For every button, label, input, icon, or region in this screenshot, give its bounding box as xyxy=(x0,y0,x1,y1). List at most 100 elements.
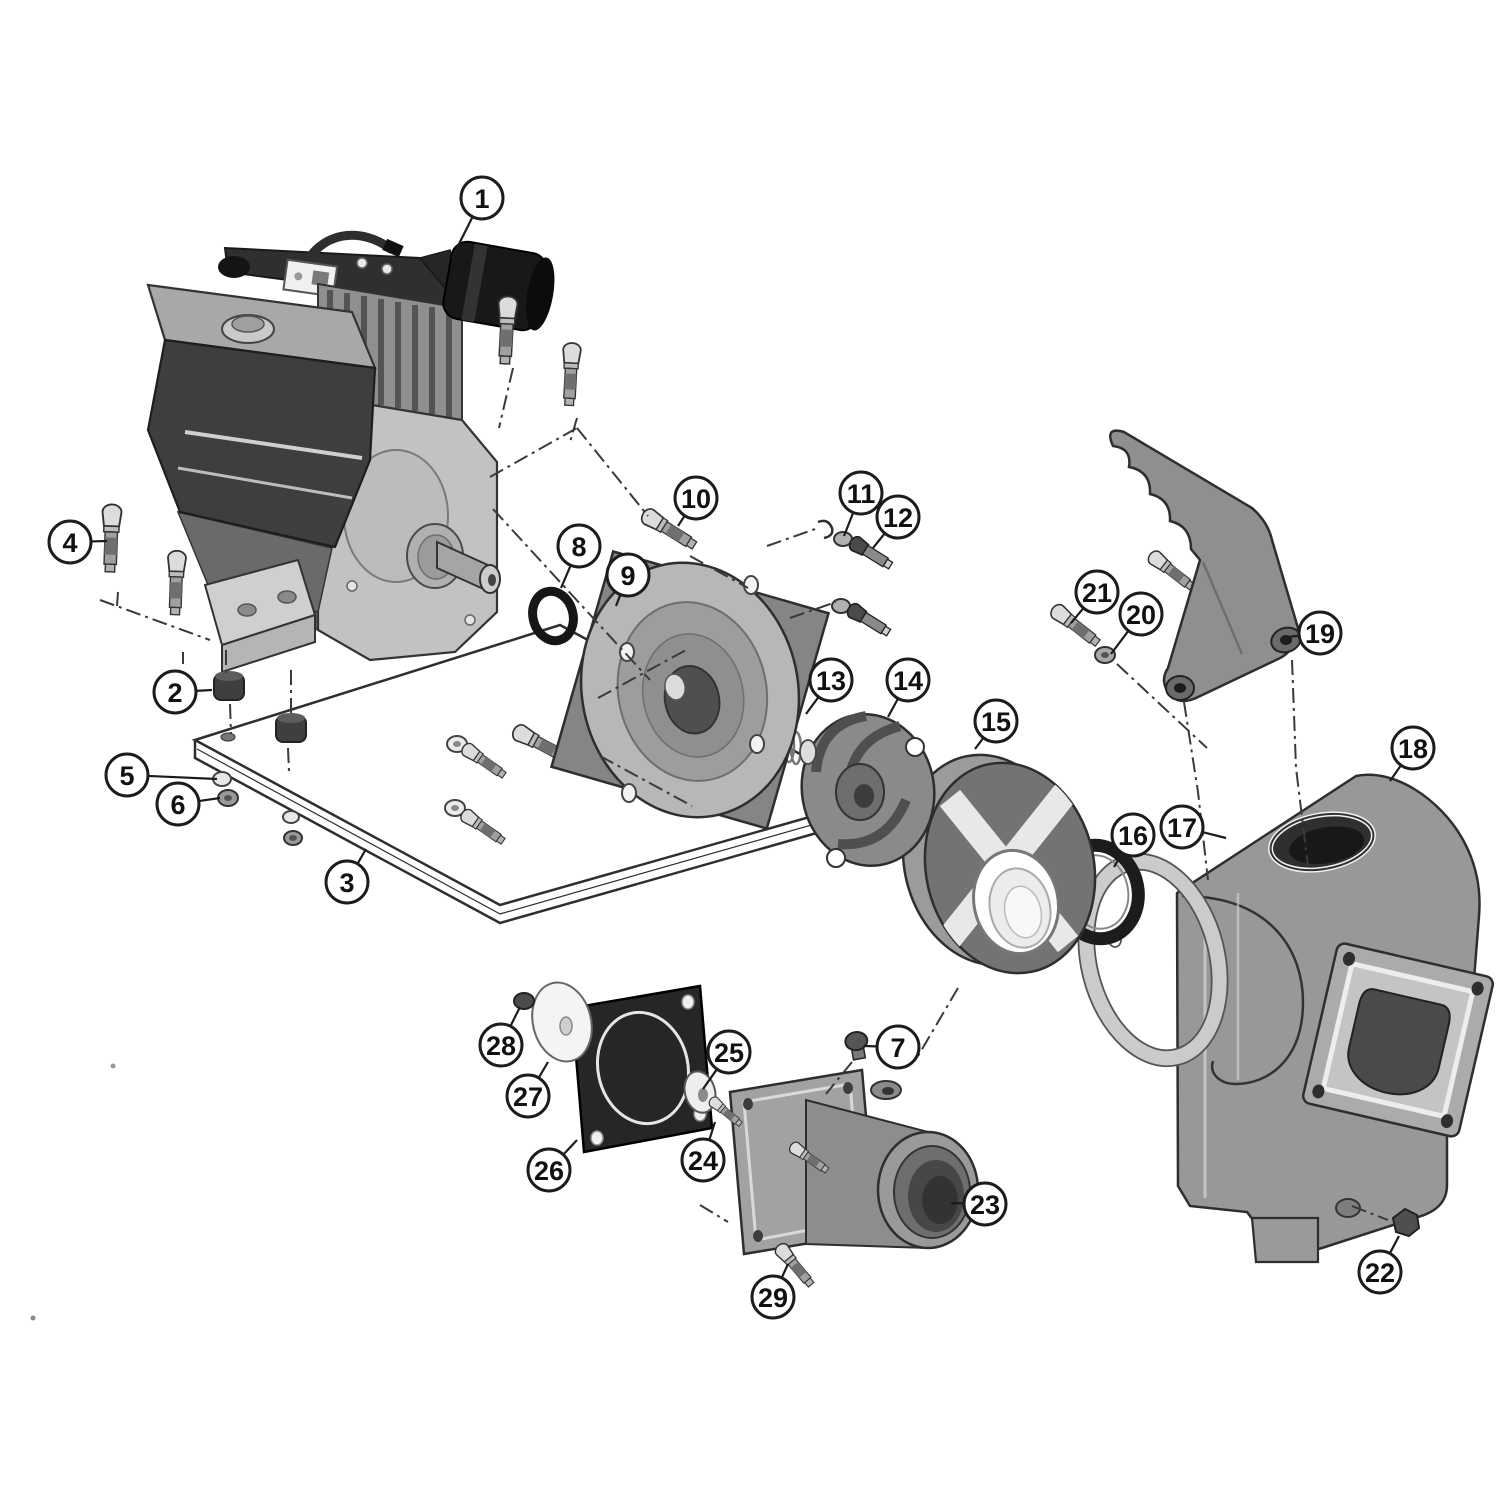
callout-leader-8 xyxy=(559,564,572,589)
callout-number-2: 2 xyxy=(167,678,182,708)
callout-4: 4 xyxy=(47,519,108,565)
callout-10: 10 xyxy=(673,475,719,527)
callout-circle-17 xyxy=(1159,804,1205,850)
callout-16: 16 xyxy=(1110,812,1156,868)
callout-circle-21 xyxy=(1074,569,1120,615)
drain-plug xyxy=(1391,1207,1421,1238)
callout-number-20: 20 xyxy=(1126,600,1156,630)
callout-number-3: 3 xyxy=(339,868,354,898)
callout-15: 15 xyxy=(973,698,1019,750)
callout-circle-1 xyxy=(459,175,505,221)
callout-number-18: 18 xyxy=(1398,734,1428,764)
callout-leader-10 xyxy=(677,515,686,527)
callout-14: 14 xyxy=(885,657,931,718)
callout-number-12: 12 xyxy=(883,503,913,533)
discharge-flange xyxy=(1301,942,1495,1138)
callout-1: 1 xyxy=(451,175,505,259)
cap-nut xyxy=(513,992,535,1010)
callout-circle-5 xyxy=(104,752,150,798)
callout-leader-25 xyxy=(702,1068,718,1090)
callout-24: 24 xyxy=(680,1121,726,1183)
callout-number-9: 9 xyxy=(620,561,635,591)
callout-28: 28 xyxy=(478,1006,524,1068)
callout-leader-16 xyxy=(1113,852,1124,868)
callout-leader-2 xyxy=(195,688,213,692)
callout-number-29: 29 xyxy=(758,1283,788,1313)
callout-circle-29 xyxy=(750,1274,796,1320)
callout-number-13: 13 xyxy=(816,666,846,696)
callout-5: 5 xyxy=(104,752,218,798)
callout-leader-20 xyxy=(1110,630,1130,655)
callout-circle-16 xyxy=(1110,812,1156,858)
callout-21: 21 xyxy=(1070,569,1120,624)
callout-leader-6 xyxy=(198,796,221,803)
callout-leader-11 xyxy=(842,512,855,537)
callout-7: 7 xyxy=(863,1024,921,1070)
callout-circle-28 xyxy=(478,1022,524,1068)
callout-leader-24 xyxy=(708,1121,717,1141)
callout-number-21: 21 xyxy=(1082,578,1112,608)
impeller xyxy=(800,711,936,868)
callout-leader-13 xyxy=(805,696,820,715)
mount-hardware xyxy=(212,671,307,846)
bearing-flange xyxy=(549,549,831,831)
callout-number-24: 24 xyxy=(688,1146,718,1176)
callout-circle-25 xyxy=(706,1029,752,1075)
base-plate xyxy=(191,623,884,925)
callout-9: 9 xyxy=(605,552,651,607)
callout-circle-24 xyxy=(680,1137,726,1183)
choke-knob xyxy=(218,256,250,278)
callout-number-14: 14 xyxy=(893,666,923,696)
callout-29: 29 xyxy=(750,1263,796,1320)
print-speck xyxy=(110,1063,116,1069)
callout-3: 3 xyxy=(324,848,370,905)
callout-circle-10 xyxy=(673,475,719,521)
callout-number-6: 6 xyxy=(170,790,185,820)
callout-8: 8 xyxy=(556,523,602,589)
callout-number-19: 19 xyxy=(1305,619,1335,649)
callout-number-27: 27 xyxy=(513,1082,543,1112)
callout-circle-27 xyxy=(505,1073,551,1119)
callout-19: 19 xyxy=(1287,610,1343,656)
callout-20: 20 xyxy=(1110,591,1164,655)
callout-leader-17 xyxy=(1202,831,1227,840)
callout-number-15: 15 xyxy=(981,707,1011,737)
handle-bracket xyxy=(1109,429,1302,703)
callout-circle-3 xyxy=(324,859,370,905)
callout-2: 2 xyxy=(152,669,213,715)
callout-circle-26 xyxy=(526,1147,572,1193)
callout-circle-9 xyxy=(605,552,651,598)
callout-leader-14 xyxy=(887,697,899,718)
callout-6: 6 xyxy=(155,781,221,827)
callout-number-26: 26 xyxy=(534,1156,564,1186)
callout-circle-13 xyxy=(808,657,854,703)
callout-13: 13 xyxy=(805,657,854,715)
callout-leader-26 xyxy=(562,1139,578,1156)
callout-leader-19 xyxy=(1287,634,1300,639)
callout-number-4: 4 xyxy=(62,528,77,558)
callout-circle-11 xyxy=(838,470,884,516)
callout-number-16: 16 xyxy=(1118,821,1148,851)
pipe-plug xyxy=(844,1030,869,1061)
callout-number-11: 11 xyxy=(847,479,876,509)
muffler-can xyxy=(442,240,555,332)
callout-circle-15 xyxy=(973,698,1019,744)
callout-leader-18 xyxy=(1389,764,1402,782)
callout-circle-4 xyxy=(47,519,93,565)
callout-26: 26 xyxy=(526,1139,578,1193)
callout-circle-18 xyxy=(1390,725,1436,771)
callout-22: 22 xyxy=(1357,1235,1403,1295)
diffuser xyxy=(901,753,1097,975)
callout-circle-14 xyxy=(885,657,931,703)
callout-leader-5 xyxy=(147,774,218,781)
callout-circle-23 xyxy=(962,1181,1008,1227)
callout-17: 17 xyxy=(1159,804,1227,850)
flange-adapter xyxy=(728,1068,980,1291)
callout-circle-12 xyxy=(875,494,921,540)
callout-number-8: 8 xyxy=(571,532,586,562)
callout-circle-8 xyxy=(556,523,602,569)
o-ring xyxy=(528,586,578,646)
cover-plate-group xyxy=(513,981,869,1154)
